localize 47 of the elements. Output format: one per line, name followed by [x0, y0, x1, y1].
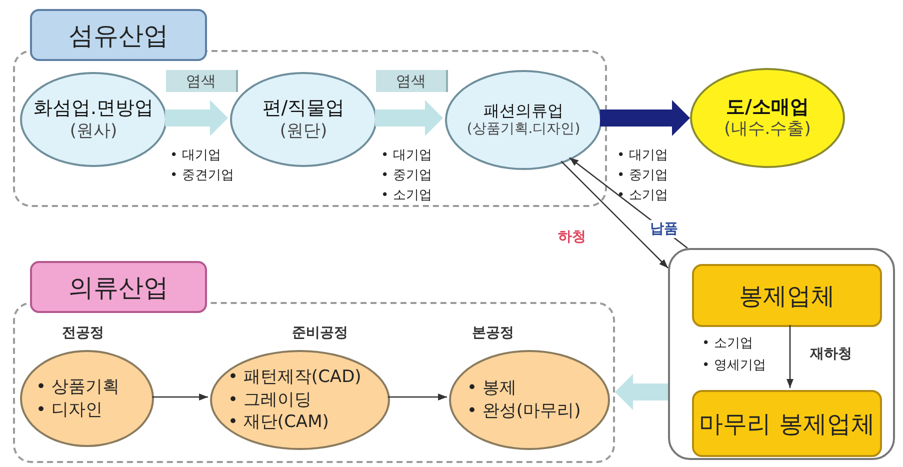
group-heading: 섬유산업 [30, 9, 207, 61]
node-title: 화섬업.면방업 [33, 97, 154, 121]
stage-label: 준비공정 [292, 324, 348, 342]
stage-label: 전공정 [62, 324, 104, 342]
node-title: 편/직물업 [262, 97, 345, 121]
block-arrow [165, 100, 228, 136]
bullet-item: • 봉제 [467, 377, 516, 400]
bullet-item: • 디자인 [36, 398, 102, 422]
edge-label: 납품 [648, 220, 680, 238]
edge-label: 염색 [166, 70, 238, 92]
node-subtitle: (내수.수출) [724, 119, 811, 140]
node-subtitle: (상품기획.디자인) [466, 121, 580, 139]
block-arrow [375, 100, 443, 136]
bullet-item: • 완성(마무리) [467, 400, 581, 423]
bullet-item: • 그레이딩 [228, 388, 312, 412]
company-size-item: • 영세기업 [702, 357, 766, 374]
company-size-item: • 중견기업 [170, 167, 234, 184]
edge-label: 염색 [376, 70, 448, 92]
node-subtitle: (원사) [70, 120, 118, 142]
bullet-item: • 상품기획 [36, 376, 120, 398]
node-title: 도/소매업 [726, 96, 809, 120]
node-title: 봉제업체 [739, 280, 835, 310]
company-size-item: • 대기업 [381, 147, 432, 164]
node-title: 패션의류업 [484, 101, 564, 122]
arrow [152, 394, 208, 400]
bullet-item: • 패턴제작(CAD) [228, 366, 362, 389]
arrow [560, 160, 668, 268]
company-size-item: • 중기업 [617, 167, 668, 184]
stage-label: 본공정 [472, 324, 514, 342]
block-arrow [615, 374, 668, 410]
group-heading: 의류산업 [30, 261, 207, 313]
arrow [388, 394, 448, 400]
bullet-item: • 재단(CAM) [228, 411, 329, 434]
node-title: 마무리 봉제업체 [699, 408, 875, 438]
company-size-item: • 대기업 [170, 147, 221, 164]
company-size-item: • 소기업 [617, 187, 668, 204]
company-size-item: • 소기업 [702, 335, 753, 352]
company-box [692, 390, 882, 457]
company-size-item: • 대기업 [617, 147, 668, 164]
arrow [786, 325, 794, 388]
company-size-item: • 소기업 [381, 187, 432, 204]
undefined [668, 248, 895, 460]
node-subtitle: (원단) [280, 120, 328, 142]
company-size-item: • 중기업 [381, 167, 432, 184]
block-arrow [600, 100, 690, 136]
process-ellipse [445, 70, 602, 170]
company-box [692, 264, 882, 327]
